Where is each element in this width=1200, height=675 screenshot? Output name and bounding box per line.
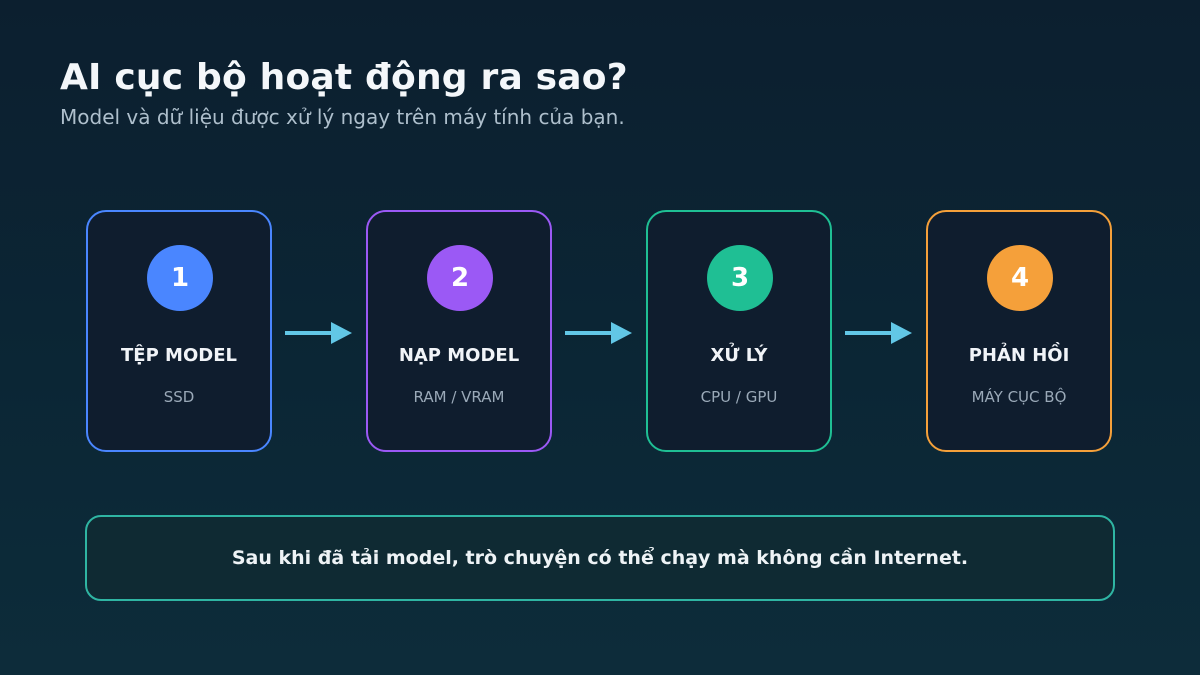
step-card-processing: 3 XỬ LÝ CPU / GPU xyxy=(646,210,832,452)
arrow-right-icon xyxy=(565,322,632,344)
arrow-right-icon xyxy=(845,322,912,344)
offline-note-box: Sau khi đã tải model, trò chuyện có thể … xyxy=(85,515,1115,601)
step-card-load-model: 2 NẠP MODEL RAM / VRAM xyxy=(366,210,552,452)
step-subtitle: MÁY CỤC BỘ xyxy=(971,388,1067,406)
step-subtitle: RAM / VRAM xyxy=(413,388,505,406)
arrow-right-icon xyxy=(285,322,352,344)
step-number-badge: 2 xyxy=(427,245,493,311)
step-card-response: 4 PHẢN HỒI MÁY CỤC BỘ xyxy=(926,210,1112,452)
offline-note-text: Sau khi đã tải model, trò chuyện có thể … xyxy=(231,547,969,569)
step-subtitle: SSD xyxy=(163,388,195,406)
step-title: TỆP MODEL xyxy=(121,345,237,366)
step-title: XỬ LÝ xyxy=(710,345,768,366)
step-subtitle: CPU / GPU xyxy=(700,388,778,406)
step-title: PHẢN HỒI xyxy=(968,345,1070,366)
step-title: NẠP MODEL xyxy=(398,345,520,366)
step-card-model-file: 1 TỆP MODEL SSD xyxy=(86,210,272,452)
step-number-badge: 3 xyxy=(707,245,773,311)
step-number-badge: 4 xyxy=(987,245,1053,311)
page-title: AI cục bộ hoạt động ra sao? xyxy=(60,57,628,98)
step-number-badge: 1 xyxy=(147,245,213,311)
page-subtitle: Model và dữ liệu được xử lý ngay trên má… xyxy=(60,105,625,129)
